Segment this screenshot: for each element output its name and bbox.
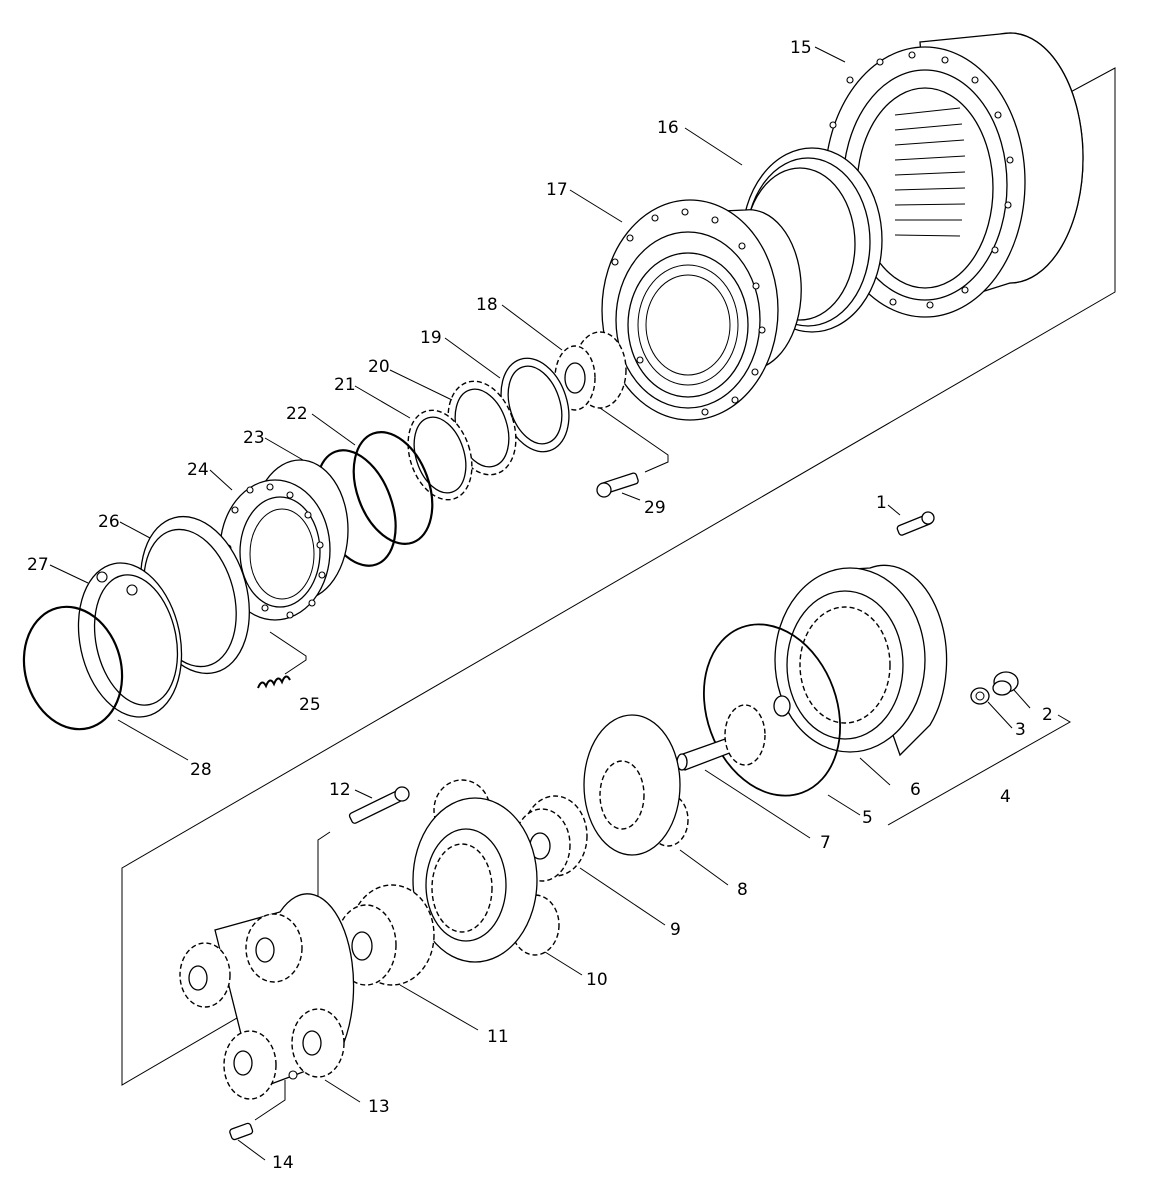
label-26: 26 bbox=[98, 512, 120, 532]
label-27: 27 bbox=[27, 555, 49, 575]
label-6: 6 bbox=[910, 780, 921, 800]
part-8-planet-carrier bbox=[583, 714, 689, 856]
label-2: 2 bbox=[1042, 705, 1053, 725]
label-22: 22 bbox=[286, 404, 308, 424]
label-17: 17 bbox=[546, 180, 568, 200]
label-15: 15 bbox=[790, 38, 812, 58]
part-19-thrust-ring bbox=[500, 357, 570, 453]
label-14: 14 bbox=[272, 1153, 294, 1173]
part-11-planet-gear bbox=[335, 884, 435, 986]
label-29: 29 bbox=[644, 498, 666, 518]
label-20: 20 bbox=[368, 357, 390, 377]
label-19: 19 bbox=[420, 328, 442, 348]
part-28-o-ring bbox=[22, 605, 124, 731]
label-18: 18 bbox=[476, 295, 498, 315]
label-25: 25 bbox=[299, 695, 321, 715]
housing-inner-splines bbox=[894, 107, 966, 237]
label-9: 9 bbox=[670, 920, 681, 940]
label-16: 16 bbox=[657, 118, 679, 138]
part-13-planet-carrier bbox=[179, 893, 355, 1100]
leader-lines bbox=[49, 46, 1031, 1161]
label-8: 8 bbox=[737, 880, 748, 900]
part-17-flange-hub bbox=[601, 199, 802, 421]
label-12: 12 bbox=[329, 780, 351, 800]
part-10-carrier-assembly bbox=[412, 779, 560, 963]
flange-bolt-holes bbox=[611, 208, 766, 416]
label-28: 28 bbox=[190, 760, 212, 780]
part-5-o-ring bbox=[703, 623, 841, 797]
callout-labels: 15 16 17 18 19 20 21 22 23 24 25 26 27 2… bbox=[27, 38, 1053, 1173]
label-24: 24 bbox=[187, 460, 209, 480]
part-21-retaining-ring bbox=[407, 409, 473, 501]
part-12-bolt bbox=[299, 786, 410, 916]
part-3-washer bbox=[970, 687, 990, 705]
label-1: 1 bbox=[876, 493, 887, 513]
part-6-carrier-housing bbox=[774, 564, 948, 757]
part-2-plug bbox=[992, 671, 1019, 696]
label-3: 3 bbox=[1015, 720, 1026, 740]
part-25-spring bbox=[257, 631, 307, 689]
label-13: 13 bbox=[368, 1097, 390, 1117]
part-18-sun-gear bbox=[554, 331, 627, 411]
part-1-bolt bbox=[896, 511, 935, 536]
label-10: 10 bbox=[586, 970, 608, 990]
label-21: 21 bbox=[334, 375, 356, 395]
label-11: 11 bbox=[487, 1027, 509, 1047]
part-22-o-ring bbox=[352, 431, 434, 545]
label-23: 23 bbox=[243, 428, 265, 448]
label-4: 4 bbox=[1000, 787, 1011, 807]
label-7: 7 bbox=[820, 833, 831, 853]
part-7-shaft bbox=[676, 695, 791, 771]
part-29-bolt bbox=[596, 407, 669, 498]
label-5: 5 bbox=[862, 808, 873, 828]
part-27-snap-ring bbox=[77, 562, 183, 718]
group-frame bbox=[121, 67, 1116, 1086]
part-14-pin bbox=[229, 1080, 286, 1141]
